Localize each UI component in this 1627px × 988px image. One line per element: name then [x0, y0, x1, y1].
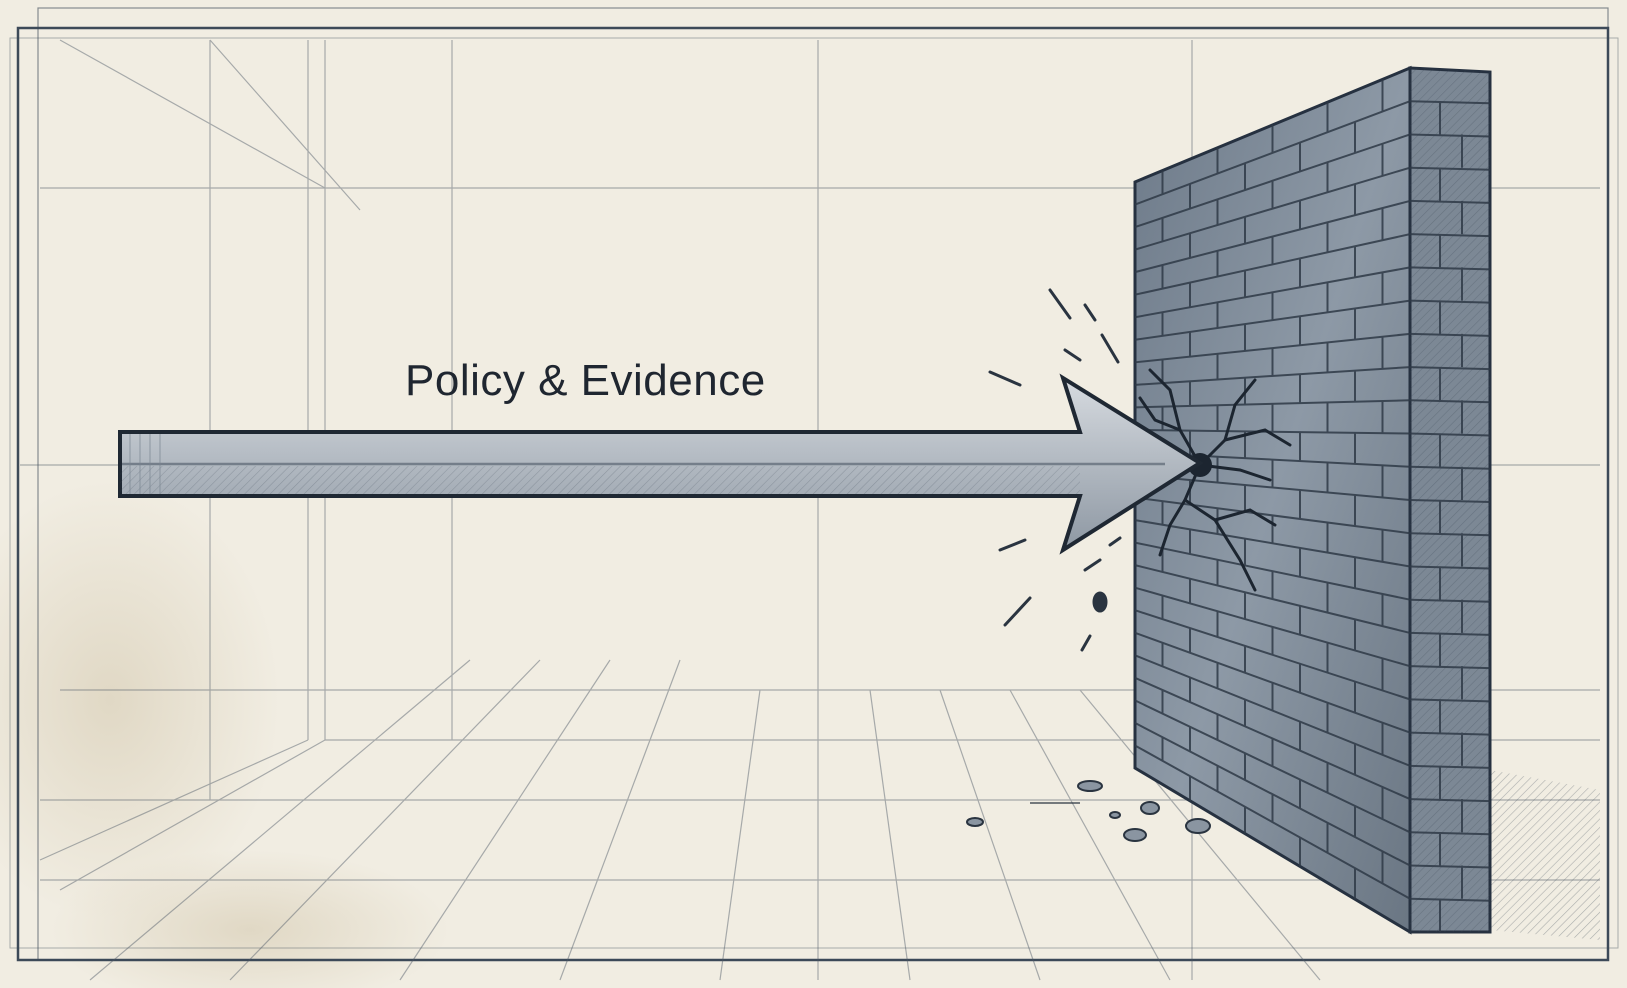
side-mortar-line [1409, 432, 1491, 437]
brick-mortar-line [1134, 541, 1411, 601]
side-mortar-line [1409, 565, 1491, 570]
side-mortar-line [1409, 100, 1491, 105]
brick-mortar-line [1134, 699, 1411, 834]
side-mortar-line [1409, 864, 1491, 869]
side-mortar-line [1409, 465, 1491, 470]
wall-shadow [1490, 770, 1600, 940]
side-mortar-line [1409, 366, 1491, 371]
side-mortar-line [1409, 299, 1491, 304]
arrow-label: Policy & Evidence [405, 356, 766, 405]
brick-mortar-line [1134, 199, 1411, 274]
side-mortar-line [1409, 665, 1491, 670]
paper-stain [0, 480, 280, 920]
side-mortar-line [1409, 199, 1491, 204]
side-mortar-line [1409, 133, 1491, 138]
brick-mortar-line [1134, 233, 1411, 296]
side-mortar-line [1409, 399, 1491, 404]
side-mortar-line [1409, 698, 1491, 703]
policy-evidence-arrow [118, 373, 1204, 555]
side-mortar-line [1409, 831, 1491, 836]
paper-stain [50, 850, 450, 988]
side-mortar-line [1409, 166, 1491, 171]
side-mortar-line [1409, 266, 1491, 271]
brick-mortar-line [1134, 399, 1411, 409]
side-mortar-line [1409, 731, 1491, 736]
side-mortar-line [1409, 798, 1491, 803]
brick-mortar-line [1134, 631, 1411, 734]
brick-mortar-line [1134, 609, 1411, 701]
floor-debris [966, 780, 1211, 842]
brick-mortar-line [1134, 332, 1411, 364]
side-mortar-line [1409, 764, 1491, 769]
side-mortar-line [1409, 332, 1491, 337]
side-mortar-line [1409, 897, 1491, 902]
side-mortar-line [1409, 233, 1491, 238]
flying-debris [988, 288, 1122, 652]
brick-wall [1133, 65, 1492, 935]
side-mortar-line [1409, 598, 1491, 603]
wall-crack [1138, 368, 1292, 592]
side-mortar-line [1409, 631, 1491, 636]
frame-border [9, 7, 1619, 962]
side-mortar-line [1409, 532, 1491, 537]
side-mortar-line [1409, 499, 1491, 503]
